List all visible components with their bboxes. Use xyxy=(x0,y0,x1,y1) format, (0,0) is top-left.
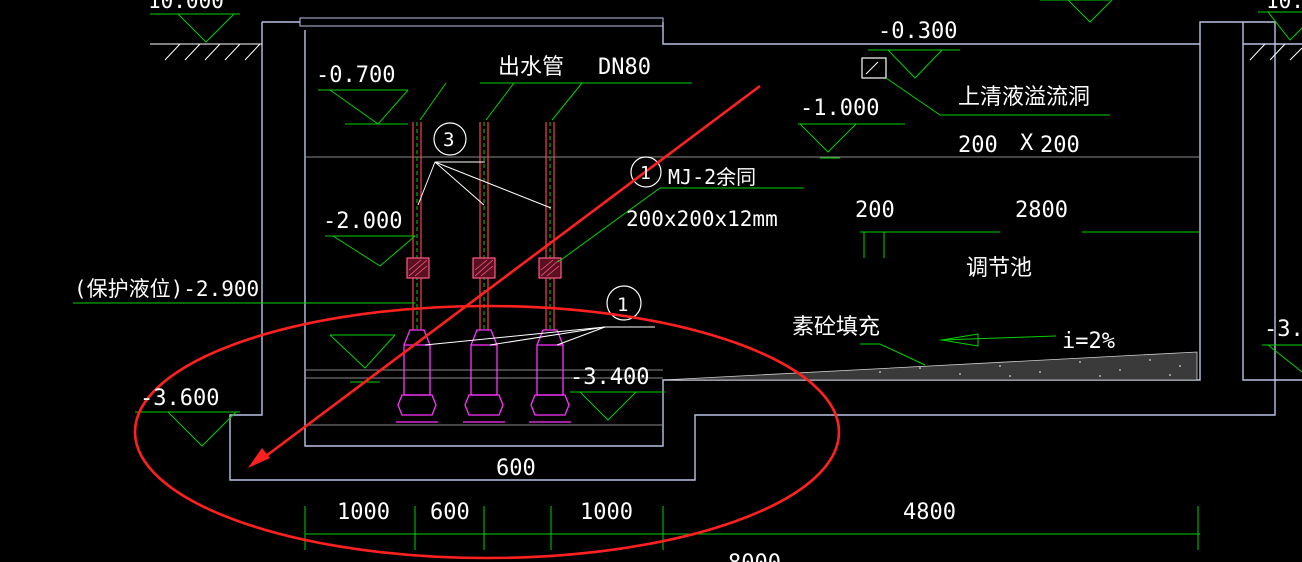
overflow-hole-symbol xyxy=(861,57,887,79)
top-slab-right xyxy=(662,21,1275,45)
label-slope: i=2% xyxy=(1062,329,1115,354)
label-pipe-size: DN80 xyxy=(598,55,651,80)
slope-arrow xyxy=(941,333,979,347)
label-overflow-size-a: 200 xyxy=(958,133,998,158)
outlet-pipe-2 xyxy=(479,122,489,330)
right-outer-wall xyxy=(1242,22,1302,381)
label-fill-material: 素砼填充 xyxy=(792,315,880,340)
callout-1-pump-text: 1 xyxy=(617,294,628,316)
dim-total: 8000 xyxy=(728,551,781,562)
text-labels: 10.000 10.0 -0.300 -0.700 -1.000 -2.000 … xyxy=(74,0,1302,562)
elev-minus-1-000: -1.000 xyxy=(800,96,879,121)
embedded-plates xyxy=(406,257,562,279)
manhole-cover xyxy=(299,17,664,27)
elev-right-partial: -3.0 xyxy=(1264,317,1302,342)
elev-minus-0-300: -0.300 xyxy=(878,19,957,44)
outer-wall-outline xyxy=(229,22,1276,481)
callout-circle-3 xyxy=(433,122,467,156)
outlet-pipes xyxy=(412,122,555,330)
submersible-pumps xyxy=(396,329,571,423)
label-plate-code: MJ-2余同 xyxy=(668,165,756,189)
callout-circle-1-pump xyxy=(606,285,642,321)
dim-2800: 2800 xyxy=(1015,198,1068,223)
label-overflow-hole: 上清液溢流洞 xyxy=(958,85,1090,110)
concrete-fill-dots xyxy=(879,359,1181,377)
dim-600: 600 xyxy=(430,500,470,525)
callout-leaders xyxy=(417,161,655,346)
pump-3 xyxy=(529,329,571,423)
elev-top-left: 10.000 xyxy=(148,0,224,13)
dim-200: 200 xyxy=(855,198,895,223)
label-tank-name: 调节池 xyxy=(966,256,1032,281)
red-arrow-head xyxy=(248,448,270,468)
label-overflow-size-b: 200 xyxy=(1040,133,1080,158)
label-outlet-pipe: 出水管 xyxy=(498,55,564,80)
dim-1000-b: 1000 xyxy=(580,500,633,525)
inner-wall-left xyxy=(304,30,1201,447)
red-annotation xyxy=(133,84,841,560)
leader-lines xyxy=(419,77,1110,366)
callout-circle-1-top xyxy=(630,156,662,188)
tank-walls xyxy=(229,17,1302,481)
elev-minus-2-000: -2.000 xyxy=(323,209,402,234)
red-highlight-ellipse xyxy=(133,304,841,560)
outlet-pipe-3 xyxy=(545,122,555,330)
label-plate-size: 200x200x12mm xyxy=(626,207,778,231)
elev-protect-level: (保护液位)-2.900 xyxy=(74,277,259,301)
callout-1-top-text: 1 xyxy=(640,163,651,184)
red-arrow-line xyxy=(257,84,761,464)
ground-hatch-left xyxy=(150,43,262,61)
dim-1000-a: 1000 xyxy=(337,500,390,525)
outlet-pipe-1 xyxy=(412,122,422,330)
elevation-markers xyxy=(73,0,1302,447)
elev-minus-0-700: -0.700 xyxy=(316,63,395,88)
elev-top-right: 10.0 xyxy=(1266,0,1302,13)
elev-minus-3-600: -3.600 xyxy=(140,386,219,411)
elev-minus-3-400: -3.400 xyxy=(570,365,649,390)
ground-hatch-right xyxy=(1249,43,1302,61)
dim-4800: 4800 xyxy=(903,500,956,525)
dim-pit-600: 600 xyxy=(496,456,536,481)
label-overflow-size-x: X xyxy=(1020,131,1034,156)
concrete-fill-wedge xyxy=(662,351,1198,381)
callout-3-text: 3 xyxy=(443,129,454,151)
dimension-lines xyxy=(304,231,1200,550)
